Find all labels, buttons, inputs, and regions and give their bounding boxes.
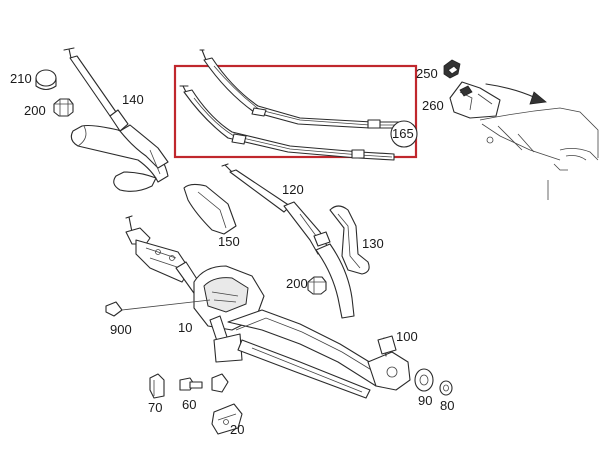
part-200-nut-left[interactable] [53, 98, 74, 117]
label-200-middle: 200 [286, 276, 308, 291]
part-165-wiper-blade-upper[interactable] [199, 49, 405, 129]
label-20: 20 [230, 422, 244, 437]
part-60-bolt[interactable] [179, 377, 203, 391]
label-250: 250 [416, 66, 438, 81]
arrow-to-car [485, 83, 547, 105]
part-150-cover[interactable] [183, 183, 237, 235]
label-200-left: 200 [24, 103, 46, 118]
label-80: 80 [440, 398, 454, 413]
label-100: 100 [396, 329, 418, 344]
car-silhouette [479, 107, 599, 200]
part-165-wiper-blade-lower[interactable] [179, 85, 395, 161]
label-90: 90 [418, 393, 432, 408]
part-90-bushing[interactable] [414, 368, 434, 392]
label-900: 900 [110, 322, 132, 337]
part-80-washer[interactable] [439, 380, 453, 396]
part-200-nut-middle[interactable] [307, 276, 327, 295]
part-900-clip[interactable] [105, 299, 211, 317]
label-60: 60 [182, 397, 196, 412]
part-20-bracket[interactable] [211, 373, 243, 435]
part-210-cap[interactable] [35, 69, 57, 91]
label-130: 130 [362, 236, 384, 251]
part-260-sensor-housing[interactable] [449, 81, 501, 119]
part-130-arm-cap[interactable] [329, 205, 370, 275]
highlight-box-wiper-blades [173, 64, 418, 159]
label-120: 120 [282, 182, 304, 197]
part-165-callout-circle [390, 120, 418, 148]
label-150: 150 [218, 234, 240, 249]
label-10: 10 [178, 320, 192, 335]
label-165: 165 [392, 126, 414, 141]
part-140-wiper-arm-left[interactable] [63, 47, 169, 192]
part-70-grommet[interactable] [149, 373, 165, 399]
part-250-sensor-clip[interactable] [443, 59, 461, 79]
part-120-wiper-arm-right[interactable] [221, 163, 355, 319]
part-10-wiper-linkage-motor[interactable] [125, 215, 411, 399]
label-140: 140 [122, 92, 144, 107]
label-260: 260 [422, 98, 444, 113]
label-210: 210 [10, 71, 32, 86]
label-70: 70 [148, 400, 162, 415]
